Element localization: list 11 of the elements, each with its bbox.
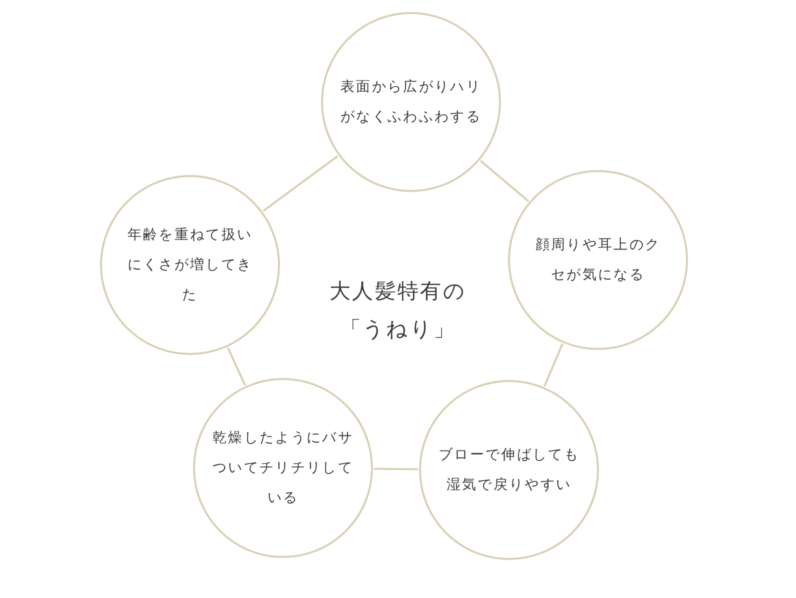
connector-line <box>262 155 338 212</box>
connector-line <box>480 160 530 202</box>
connector-line <box>544 343 564 387</box>
node-text: 年齢を重ねて扱いにくさが増してきた <box>126 226 254 305</box>
connector-line <box>374 468 418 470</box>
node-text: 表面から広がりハリがなくふわふわする <box>339 78 483 127</box>
node-text: ブローで伸ばしても湿気で戻りやすい <box>437 446 581 495</box>
connector-line <box>227 347 246 386</box>
center-title: 大人髪特有の「うねり」 <box>328 278 468 343</box>
node-text: 顔周りや耳上のクセが気になる <box>534 236 662 285</box>
node-text: 乾燥したようにバサついてチリチリしている <box>211 429 355 508</box>
